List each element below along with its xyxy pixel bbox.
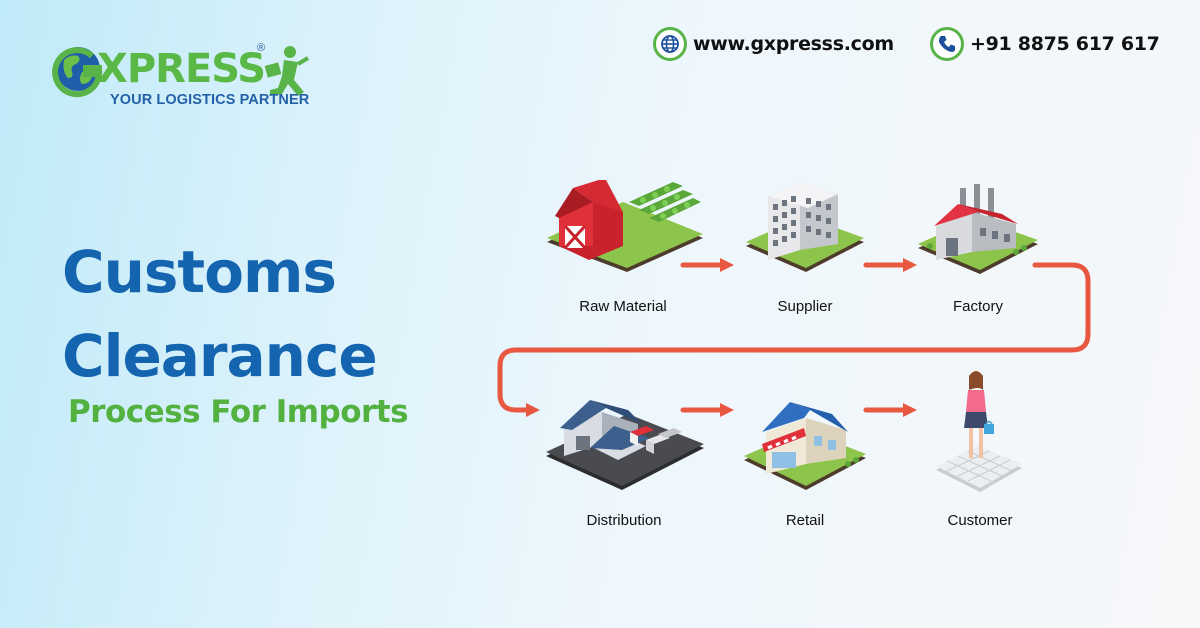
globe-g-logo-icon (52, 47, 103, 98)
arrowhead-customer (903, 403, 917, 417)
phone-text: +91 8875 617 617 (970, 33, 1160, 55)
step-label-factory: Factory (952, 298, 1003, 315)
website-text: www.gxpresss.com (693, 33, 894, 55)
arrowhead-factory (903, 258, 917, 272)
phone-icon (930, 27, 964, 61)
registered-mark: ® (257, 42, 266, 54)
running-courier-icon (264, 46, 310, 96)
store-icon (744, 402, 866, 490)
step-label-retail: Retail (785, 512, 825, 529)
barn-farm-icon (547, 180, 703, 272)
arrowhead-retail (720, 403, 734, 417)
warehouse-icon (546, 400, 704, 490)
step-label-raw-material: Raw Material (579, 298, 667, 315)
factory-icon (918, 184, 1038, 274)
globe-icon (653, 27, 687, 61)
headline-line-2: Clearance (62, 322, 378, 390)
headline-subtitle: Process For Imports (68, 394, 409, 430)
arrowhead-distribution (526, 403, 540, 417)
phone-contact[interactable]: +91 8875 617 617 (930, 24, 1160, 64)
office-building-icon (746, 182, 864, 272)
logo-wordmark: XPRESS (97, 46, 266, 92)
step-label-customer: Customer (947, 512, 1013, 529)
connector-factory-to-distribution (497, 262, 1091, 413)
website-contact[interactable]: www.gxpresss.com (653, 24, 894, 64)
step-label-distribution: Distribution (586, 512, 662, 529)
logo-tagline: YOUR LOGISTICS PARTNER (110, 92, 310, 108)
headline-line-1: Customs (62, 238, 337, 306)
gxpress-logo[interactable]: XPRESS ® YOUR LOGISTICS PARTNER (52, 40, 312, 120)
step-label-supplier: Supplier (777, 298, 833, 315)
arrowhead-supplier (720, 258, 734, 272)
shopper-icon (936, 371, 1022, 492)
